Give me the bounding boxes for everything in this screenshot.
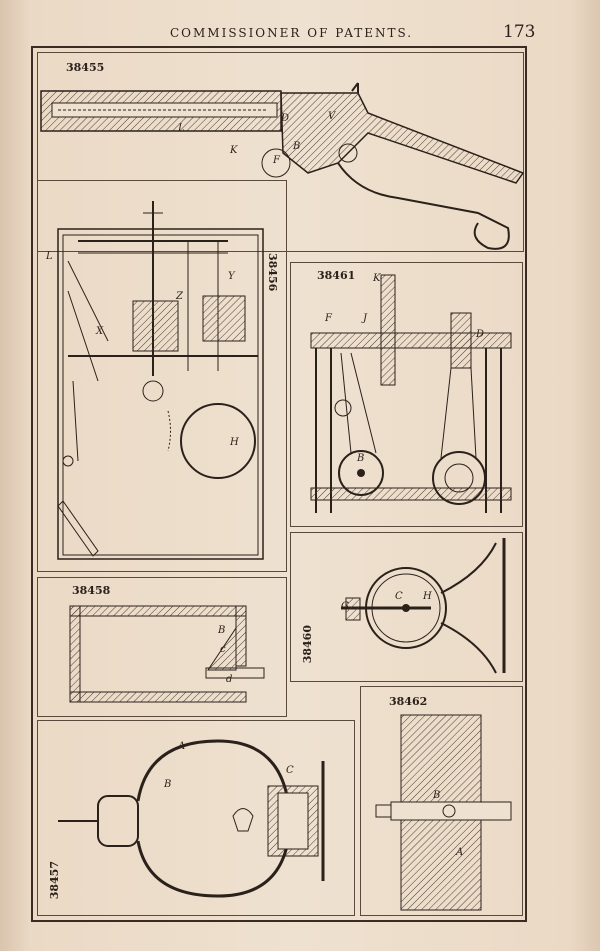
figure-38455: 38455 L D V K F B <box>37 52 525 252</box>
figure-38456: 38456 L Z Y X H <box>37 180 287 572</box>
figure-number: 38455 <box>66 61 105 74</box>
pulley-machine-drawing <box>310 274 512 513</box>
cage-drawing <box>58 739 325 898</box>
figure-number: 38461 <box>317 269 356 282</box>
running-title: COMMISSIONER OF PATENTS. <box>170 26 414 40</box>
label-x: X <box>96 326 104 337</box>
figure-38462: 38462 B A <box>360 686 523 916</box>
label-b: B <box>433 790 441 801</box>
label-h: H <box>423 591 432 602</box>
label-g: G <box>341 601 349 612</box>
plate-frame <box>31 46 527 922</box>
label-d: d <box>226 674 233 685</box>
label-a: A <box>178 741 186 752</box>
figure-38457: 38457 A B C <box>37 720 355 916</box>
figure-38458: 38458 B c d <box>37 577 287 717</box>
label-b: B <box>164 779 172 790</box>
label-k: K <box>230 145 238 156</box>
label-c: C <box>286 765 294 776</box>
firearm-drawing <box>40 82 525 250</box>
page-header: COMMISSIONER OF PATENTS. 173 <box>0 22 600 46</box>
label-d: D <box>281 113 290 124</box>
label-k: K <box>373 273 381 284</box>
mechanism-drawing <box>57 201 264 560</box>
figure-number: 38456 <box>266 253 279 292</box>
label-a: A <box>456 847 464 858</box>
label-d: D <box>476 329 485 340</box>
label-z: Z <box>176 291 183 302</box>
label-f: F <box>325 313 332 324</box>
label-f: F <box>273 155 280 166</box>
label-b: B <box>293 141 301 152</box>
label-c: c <box>220 644 226 655</box>
label-c: C <box>395 591 403 602</box>
figure-number: 38462 <box>389 695 428 708</box>
label-v: V <box>328 111 336 122</box>
label-h: H <box>230 437 239 448</box>
figure-38460: 38460 G C H <box>290 532 523 682</box>
figure-38461: 38461 K F J D B <box>290 262 523 527</box>
label-l: L <box>178 123 185 134</box>
bolt-drawing <box>375 714 512 911</box>
page-number: 173 <box>503 22 536 42</box>
label-b: B <box>357 453 365 464</box>
label-l: L <box>46 251 53 262</box>
figure-number: 38458 <box>72 584 111 597</box>
label-b: B <box>218 625 226 636</box>
wheel-drawing <box>341 538 506 674</box>
label-j: J <box>363 313 368 324</box>
frame-drawing <box>69 605 265 703</box>
label-y: Y <box>228 271 235 282</box>
